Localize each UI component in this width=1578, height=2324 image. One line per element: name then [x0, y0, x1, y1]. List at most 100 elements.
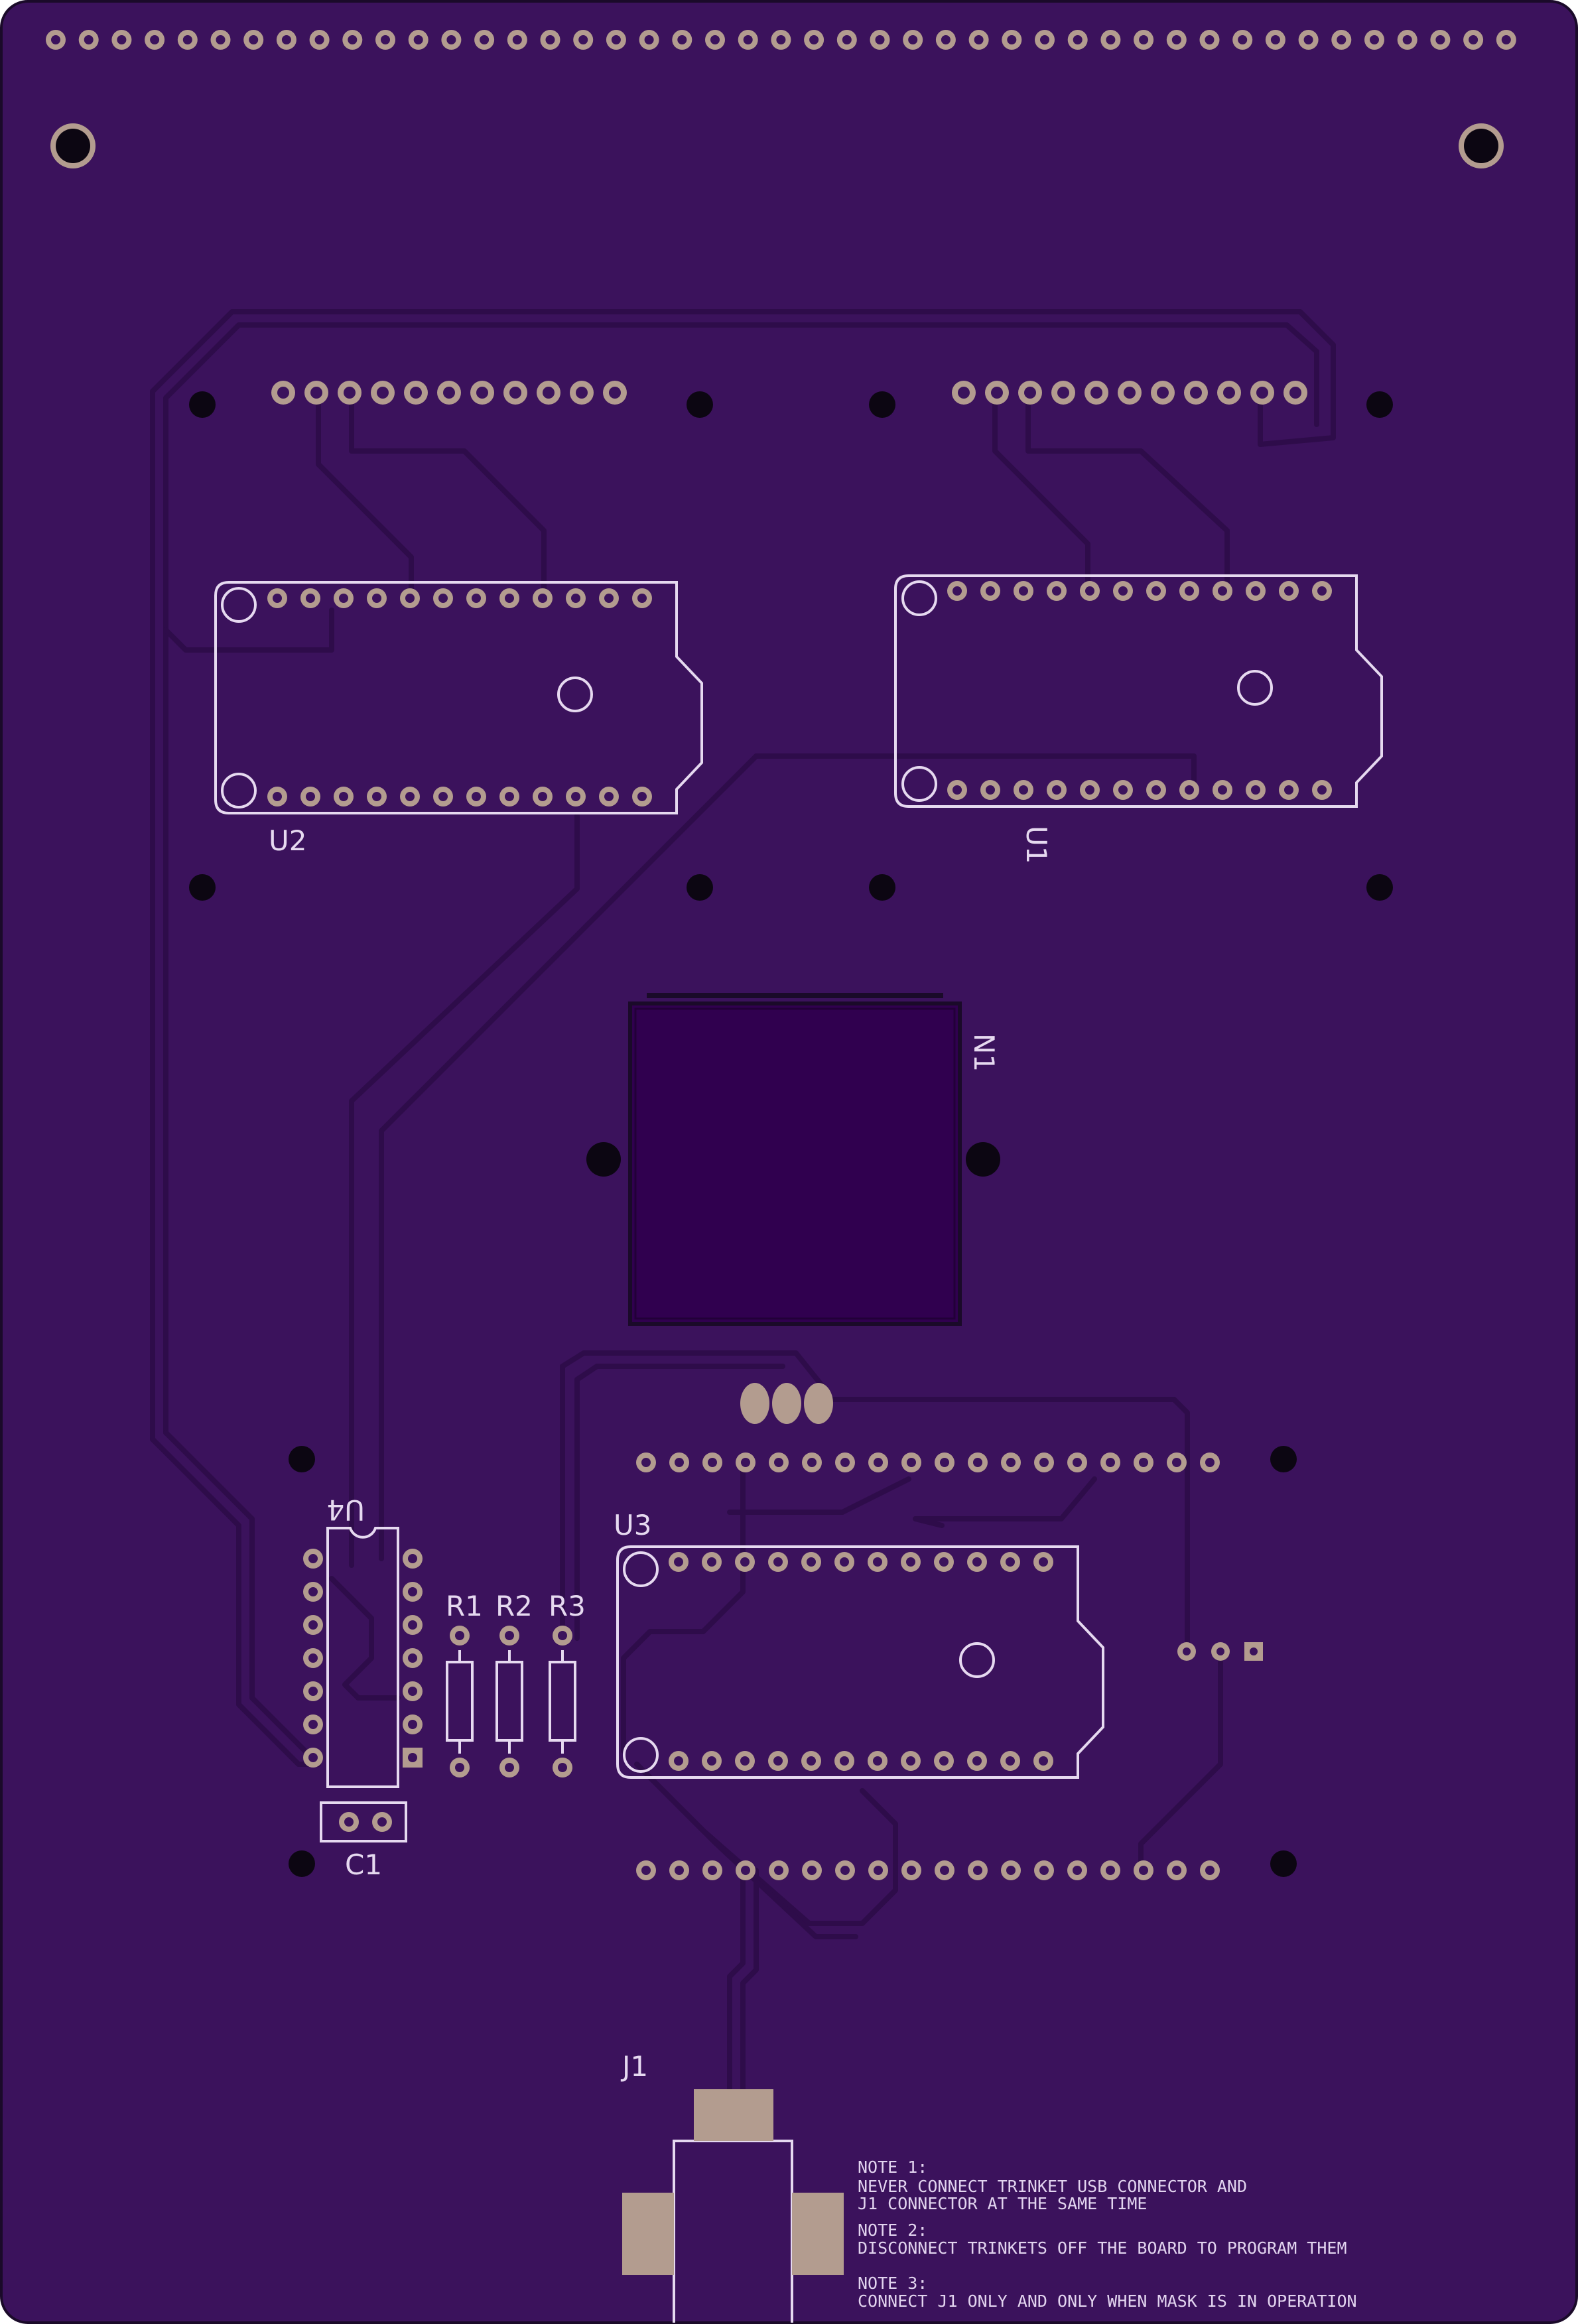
u3-header-pad-drill	[641, 1866, 651, 1875]
u2-header-pad-drill	[410, 387, 422, 399]
side-header-pad-drill	[1216, 1647, 1224, 1655]
u3-pin-pad-drill	[1039, 1557, 1048, 1567]
resistor-pad-drill	[455, 1631, 464, 1640]
u4-label: U4	[327, 1494, 365, 1526]
u3-pin-pad-drill	[873, 1756, 882, 1766]
edge-header-pad-drill	[381, 35, 390, 44]
u1-pin-pad-drill	[1218, 586, 1227, 596]
u3-pin-pad-drill	[906, 1557, 915, 1567]
u4-pin-pad-drill	[408, 1653, 417, 1663]
n1-module-body	[628, 1001, 962, 1326]
mounting-hole	[1270, 1446, 1297, 1472]
j1-label: J1	[620, 2050, 648, 2083]
u1-pin-pad-drill	[1151, 586, 1161, 596]
u2-pin-pad-drill	[438, 792, 448, 801]
j1-pad-right	[792, 2193, 844, 2275]
u2-outline	[214, 581, 703, 814]
u4-pin-pad-drill	[308, 1720, 318, 1729]
trace-top-loop-inner	[163, 322, 1319, 1435]
side-header-pad-square-drill	[1250, 1647, 1258, 1655]
mounting-hole-center	[56, 129, 90, 163]
edge-header-pad-drill	[1238, 35, 1248, 44]
u2-mount-ring-corner	[221, 773, 257, 808]
u1-pin-pad-drill	[1185, 785, 1194, 795]
u2-pin-pad-drill	[637, 792, 647, 801]
edge-header-pad-drill	[1040, 35, 1049, 44]
r1-label: R1	[446, 1590, 483, 1622]
edge-header-pad-drill	[1073, 35, 1083, 44]
u1-pin-pad-drill	[953, 586, 962, 596]
u3-label: U3	[614, 1509, 651, 1541]
u3-header-pad-drill	[774, 1866, 783, 1875]
u2-pin-pad-drill	[571, 792, 580, 801]
u2-pin-pad-drill	[472, 792, 481, 801]
u3-header-pad-drill	[708, 1866, 717, 1875]
u3-pin-pad-drill	[972, 1756, 982, 1766]
u3-pin-pad-drill	[807, 1756, 816, 1766]
j1-pad-left	[622, 2193, 674, 2275]
note-line: NOTE 2:	[858, 2221, 927, 2240]
c1-outline	[320, 1801, 407, 1842]
edge-header-pad-drill	[480, 35, 490, 44]
u3-pin-pad-drill	[840, 1756, 849, 1766]
mounting-hole	[966, 1142, 1000, 1177]
note-line: CONNECT J1 ONLY AND ONLY WHEN MASK IS IN…	[858, 2292, 1357, 2311]
note-line: NOTE 3:	[858, 2274, 927, 2293]
note-line: DISCONNECT TRINKETS OFF THE BOARD TO PRO…	[858, 2238, 1347, 2258]
u3-pin-pad-drill	[1006, 1557, 1015, 1567]
u3-pin-pad-drill	[773, 1756, 783, 1766]
u1-header-pad-drill	[1256, 387, 1268, 399]
edge-header-pad-drill	[710, 35, 720, 44]
u2-header-pad-drill	[543, 387, 555, 399]
trace-diag-3	[379, 753, 759, 1561]
u3-pin-pad-drill	[807, 1557, 816, 1567]
notes-block: NOTE 1: NEVER CONNECT TRINKET USB CONNEC…	[858, 2158, 1357, 2311]
edge-header-pad-drill	[578, 35, 588, 44]
trace-u3-top	[813, 1397, 1190, 1647]
silkscreen	[214, 574, 1383, 2323]
edge-header-pad-drill	[743, 35, 753, 44]
trace-diag-2	[754, 753, 1197, 792]
u2-pin-pad-drill	[505, 792, 514, 801]
trace-top-loop	[150, 309, 1336, 1442]
u3-header-pad-drill	[907, 1866, 916, 1875]
edge-header-pad-drill	[182, 35, 192, 44]
u3-outline	[616, 1545, 1104, 1779]
u1-header-pad-drill	[1289, 387, 1301, 399]
u3-header-pad-drill	[973, 1458, 982, 1467]
u3-header-pad-drill	[1205, 1866, 1215, 1875]
u1-header-pad-drill	[1190, 387, 1202, 399]
u4-pin-pad-drill	[308, 1653, 318, 1663]
u3-header-pad-drill	[675, 1866, 684, 1875]
resistor-pad-drill	[505, 1763, 514, 1772]
edge-header-pad-drill	[51, 35, 60, 44]
edge-header-pad-drill	[1106, 35, 1116, 44]
u2-pin-pad-drill	[538, 594, 547, 603]
u4-pin-pad-drill	[308, 1620, 318, 1630]
side-header-pad-drill	[1183, 1647, 1191, 1655]
u1-header-pad-drill	[958, 387, 970, 399]
u3-pin-pad-drill	[1039, 1756, 1048, 1766]
u2-header-pad-drill	[576, 387, 588, 399]
u3-pin-pad-drill	[707, 1557, 716, 1567]
mounting-hole	[289, 1446, 315, 1472]
u3-header-pad-drill	[1039, 1458, 1049, 1467]
edge-header-pad-drill	[644, 35, 654, 44]
u3-header-pad-drill	[1139, 1458, 1148, 1467]
u1-pin-pad-drill	[1019, 785, 1028, 795]
edge-header-pad-drill	[809, 35, 819, 44]
u1-pin-pad-drill	[1251, 586, 1260, 596]
u1-pin-pad-drill	[1185, 586, 1194, 596]
edge-header-pad-drill	[413, 35, 423, 44]
u1-header-pad-drill	[1157, 387, 1169, 399]
u3-header-pad-drill	[1205, 1458, 1215, 1467]
mounting-hole	[869, 874, 895, 901]
n1-label: N1	[968, 1033, 1000, 1072]
edge-header-pad-drill	[1139, 35, 1149, 44]
u1-pin-pad-drill	[1118, 586, 1128, 596]
u1-mount-ring-corner	[901, 580, 937, 616]
u3-header-pad-drill	[940, 1866, 949, 1875]
copper-traces	[150, 309, 1336, 2092]
u1-pin-pad-drill	[986, 586, 995, 596]
trace-u3-lower-2	[647, 1775, 858, 1939]
